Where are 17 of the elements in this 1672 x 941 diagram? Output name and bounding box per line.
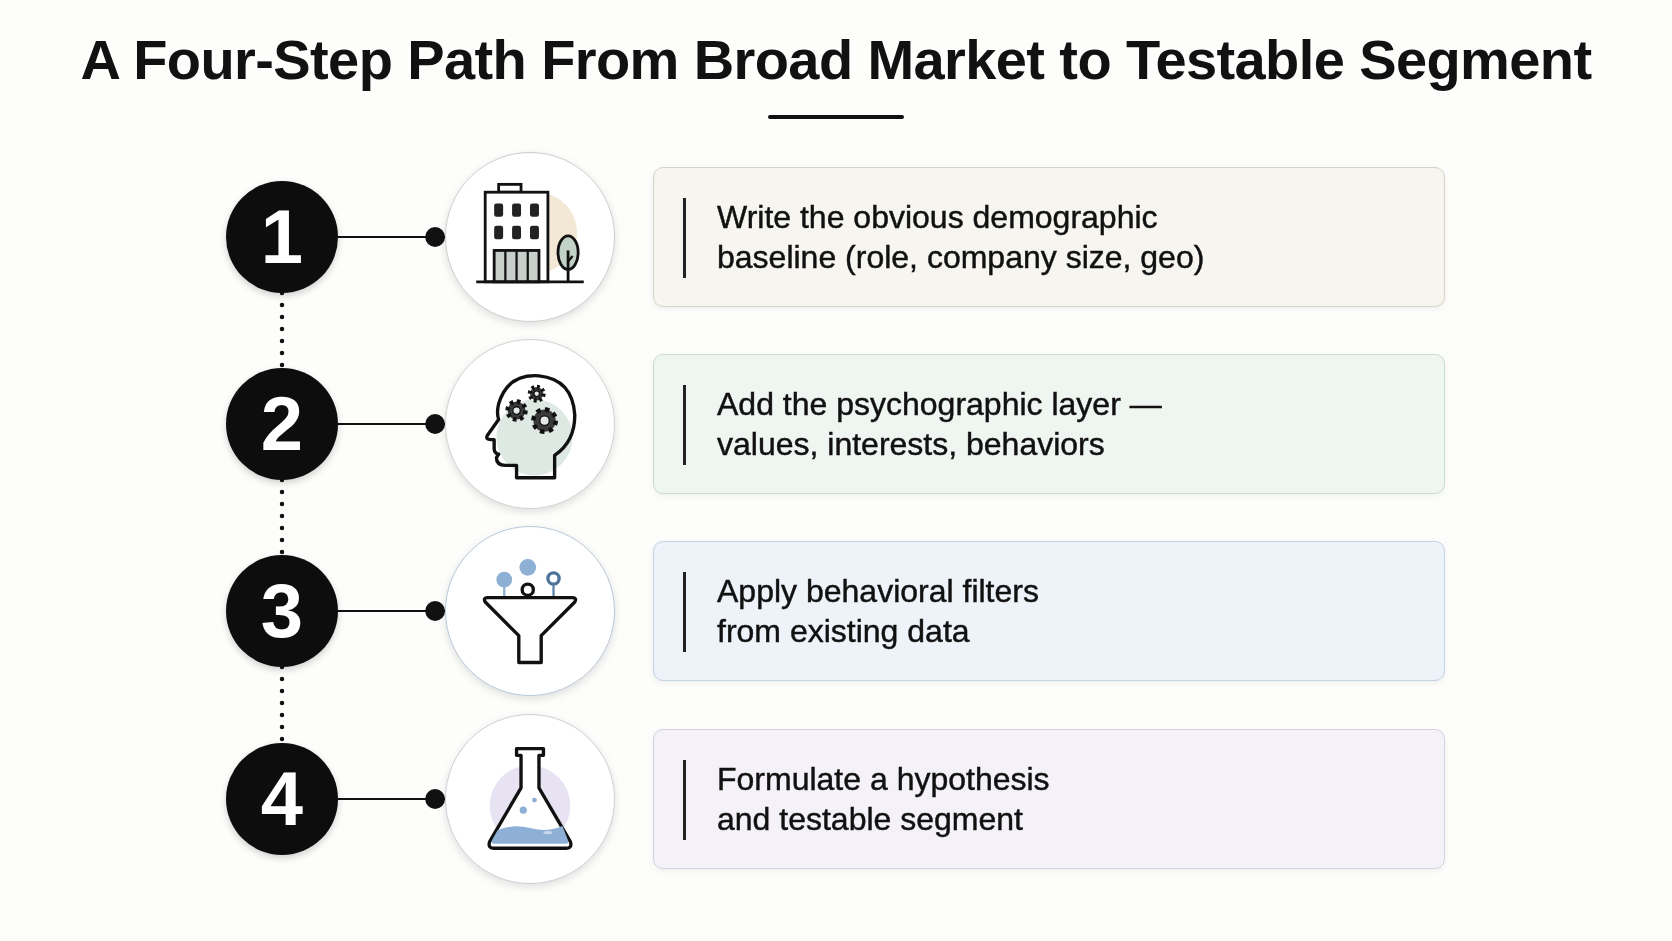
step-text: Add the psychographic layer — values, interests, behaviors [717,385,1163,464]
step-number-circle: 1 [226,181,338,293]
step-text: Write the obvious demographic baseline (role, company size, geo) [717,198,1206,277]
connector-line [338,789,445,809]
connector-line [338,227,445,247]
step-text: Apply behavioral filters from existing data [717,572,1040,651]
step-text: Formulate a hypothesis and testable segment [717,760,1051,839]
step-card [653,729,1445,869]
connector-line [338,601,445,621]
step-number-circle: 4 [226,743,338,855]
title: A Four-Step Path From Broad Market to Testable Segment [80,28,1592,92]
step-card [653,167,1445,307]
connector-line [338,414,445,434]
step-card [653,541,1445,681]
step-number-circle: 3 [226,555,338,667]
step-card [653,354,1445,494]
step-number-circle: 2 [226,368,338,480]
